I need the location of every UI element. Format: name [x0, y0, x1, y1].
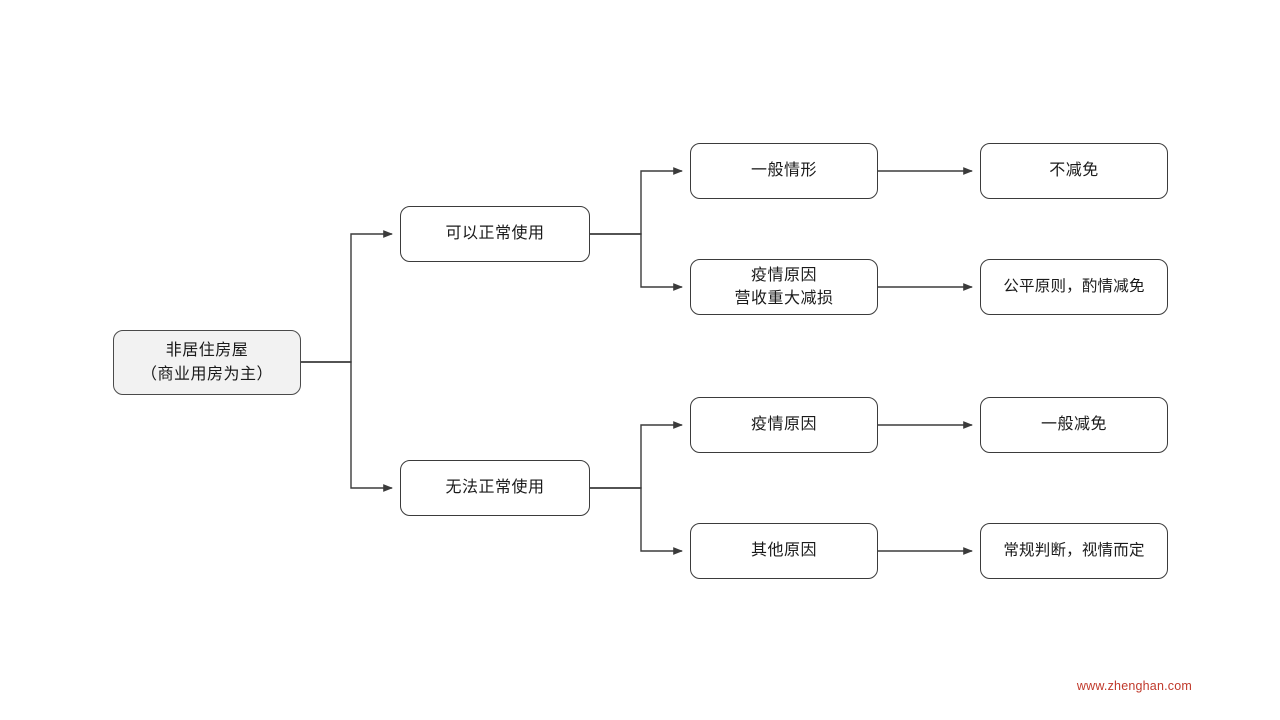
node-fairness-discretionary[interactable]: 公平原则，酌情减免: [980, 259, 1168, 315]
node-not-usable[interactable]: 无法正常使用: [400, 460, 590, 516]
edge-usable-to-general-case: [590, 167, 683, 235]
node-no-reduction[interactable]: 不减免: [980, 143, 1168, 199]
node-usable[interactable]: 可以正常使用: [400, 206, 590, 262]
node-epidemic-revenue-loss[interactable]: 疫情原因 营收重大减损: [690, 259, 878, 315]
edge-usable-to-epidemic-revenue-loss: [590, 233, 683, 291]
edge-root-to-not-usable: [301, 361, 393, 492]
edge-not-usable-to-other-reason: [590, 487, 683, 555]
watermark-text: www.zhenghan.com: [1076, 679, 1192, 693]
node-general-case[interactable]: 一般情形: [690, 143, 878, 199]
edge-root-to-usable: [301, 230, 393, 363]
node-case-by-case[interactable]: 常规判断，视情而定: [980, 523, 1168, 579]
edge-not-usable-to-epidemic-reason: [590, 421, 683, 489]
node-other-reason[interactable]: 其他原因: [690, 523, 878, 579]
node-root[interactable]: 非居住房屋 （商业用房为主）: [113, 330, 301, 395]
node-general-reduction[interactable]: 一般减免: [980, 397, 1168, 453]
node-epidemic-reason[interactable]: 疫情原因: [690, 397, 878, 453]
